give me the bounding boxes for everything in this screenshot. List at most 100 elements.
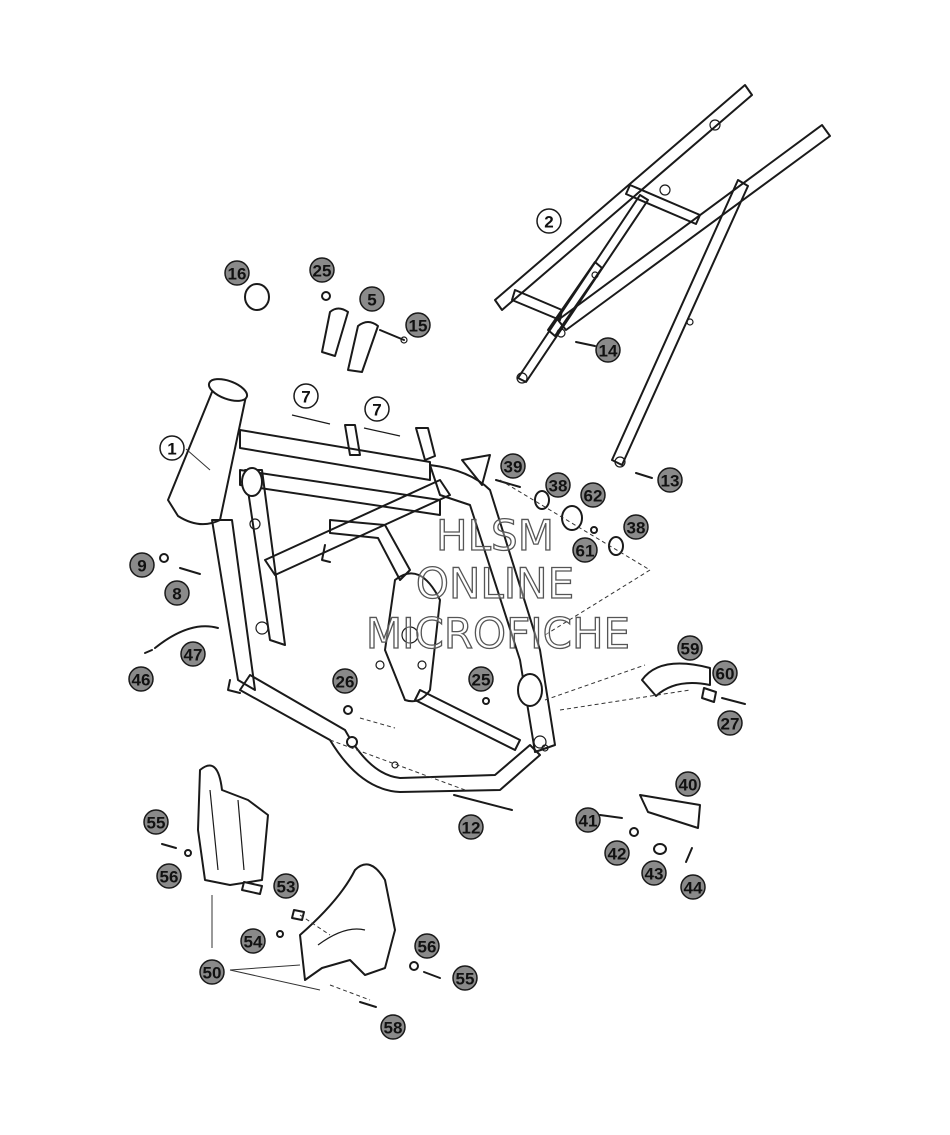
callout-circle xyxy=(164,580,190,606)
callout-61: 61 xyxy=(572,537,598,563)
callout-27: 27 xyxy=(717,710,743,736)
callout-circle xyxy=(623,514,649,540)
callout-9: 9 xyxy=(129,552,155,578)
callout-7: 7 xyxy=(364,396,390,422)
watermark-line1: HLSM xyxy=(436,511,554,560)
callout-label: 46 xyxy=(132,671,151,690)
callout-47: 47 xyxy=(180,641,206,667)
callout-circle xyxy=(657,467,683,493)
callout-54: 54 xyxy=(240,928,266,954)
callout-53: 53 xyxy=(273,873,299,899)
main-frame xyxy=(167,378,556,793)
callout-label: 12 xyxy=(462,819,481,838)
callout-1: 1 xyxy=(159,435,185,461)
callout-circle xyxy=(595,337,621,363)
callout-label: 55 xyxy=(147,814,166,833)
callout-label: 38 xyxy=(627,519,646,538)
callout-circle xyxy=(405,312,431,338)
callout-circle xyxy=(717,710,743,736)
callout-label: 9 xyxy=(137,557,146,576)
callout-50: 50 xyxy=(199,959,225,985)
callout-label: 5 xyxy=(367,291,376,310)
callout-label: 61 xyxy=(576,542,595,561)
callout-8: 8 xyxy=(164,580,190,606)
callout-label: 38 xyxy=(549,477,568,496)
callout-label: 59 xyxy=(681,640,700,659)
callout-circle xyxy=(128,666,154,692)
callout-label: 15 xyxy=(409,317,428,336)
callout-circle xyxy=(452,965,478,991)
callout-12: 12 xyxy=(458,814,484,840)
callout-label: 53 xyxy=(277,878,296,897)
callout-label: 58 xyxy=(384,1019,403,1038)
callout-circle xyxy=(712,660,738,686)
callout-circle xyxy=(332,668,358,694)
callout-circle xyxy=(364,396,390,422)
callout-label: 1 xyxy=(167,440,176,459)
leader-lines xyxy=(185,448,691,1001)
watermark-line3: MICROFICHE xyxy=(366,609,630,658)
callout-circle xyxy=(604,840,630,866)
callout-46: 46 xyxy=(128,666,154,692)
callout-label: 54 xyxy=(244,933,263,952)
callout-59: 59 xyxy=(677,635,703,661)
callout-label: 27 xyxy=(721,715,740,734)
callout-5: 5 xyxy=(359,286,385,312)
callout-label: 7 xyxy=(372,401,381,420)
callout-13: 13 xyxy=(657,467,683,493)
callout-circle xyxy=(677,635,703,661)
callout-41: 41 xyxy=(575,807,601,833)
callout-39: 39 xyxy=(500,453,526,479)
callout-label: 60 xyxy=(716,665,735,684)
watermark: HLSM ONLINE MICROFICHE xyxy=(365,510,630,658)
callout-circle xyxy=(129,552,155,578)
callout-circle xyxy=(680,874,706,900)
callout-label: 42 xyxy=(608,845,627,864)
callout-7: 7 xyxy=(293,383,319,409)
callout-16: 16 xyxy=(224,260,250,286)
callout-56: 56 xyxy=(156,863,182,889)
callout-circle xyxy=(224,260,250,286)
callout-circle xyxy=(500,453,526,479)
callout-circle xyxy=(458,814,484,840)
callout-circle xyxy=(309,257,335,283)
hardware-details xyxy=(144,283,746,1008)
callout-55: 55 xyxy=(143,809,169,835)
callout-25: 25 xyxy=(309,257,335,283)
callout-circle xyxy=(536,208,562,234)
callout-label: 26 xyxy=(336,673,355,692)
callout-circle xyxy=(159,435,185,461)
callout-label: 25 xyxy=(313,262,332,281)
callout-label: 7 xyxy=(301,388,310,407)
callout-label: 16 xyxy=(228,265,247,284)
callout-circle xyxy=(156,863,182,889)
callout-circle xyxy=(143,809,169,835)
callout-label: 56 xyxy=(418,938,437,957)
callout-circle xyxy=(273,873,299,899)
callout-60: 60 xyxy=(712,660,738,686)
callout-label: 39 xyxy=(504,458,523,477)
callout-label: 14 xyxy=(599,342,618,361)
callout-label: 40 xyxy=(679,776,698,795)
callout-label: 2 xyxy=(544,213,553,232)
callout-38: 38 xyxy=(623,514,649,540)
callout-circle xyxy=(545,472,571,498)
callout-label: 62 xyxy=(584,487,603,506)
callout-circle xyxy=(572,537,598,563)
callout-label: 41 xyxy=(579,812,598,831)
callout-26: 26 xyxy=(332,668,358,694)
callout-circle xyxy=(675,771,701,797)
callout-circle xyxy=(359,286,385,312)
callout-circle xyxy=(575,807,601,833)
callout-38: 38 xyxy=(545,472,571,498)
callout-circle xyxy=(580,482,606,508)
callout-circle xyxy=(180,641,206,667)
callout-circle xyxy=(414,933,440,959)
callout-label: 43 xyxy=(645,865,664,884)
callout-43: 43 xyxy=(641,860,667,886)
callout-label: 50 xyxy=(203,964,222,983)
callout-circle xyxy=(199,959,225,985)
callout-2: 2 xyxy=(536,208,562,234)
callout-label: 25 xyxy=(472,671,491,690)
